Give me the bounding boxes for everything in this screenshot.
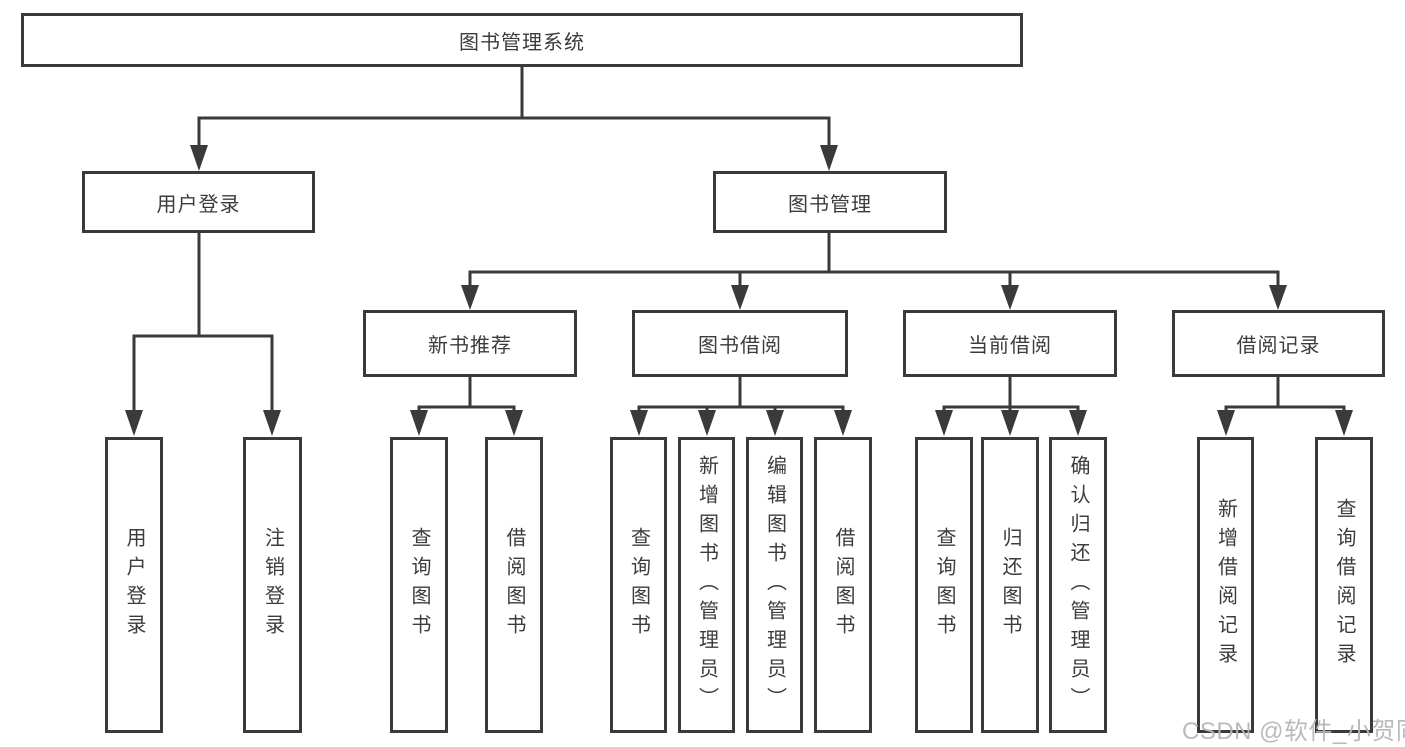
connector-new-book-children [417, 377, 516, 416]
leaf-confirm-return-admin: 确认归还（管理员） [1049, 437, 1107, 733]
node-label: 查询图书 [933, 527, 955, 643]
node-label: 图书管理系统 [459, 31, 585, 54]
arrow-down-icon [820, 145, 838, 171]
node-label: 查询图书 [408, 527, 430, 643]
leaf-query-borrow-record: 查询借阅记录 [1315, 437, 1373, 733]
node-label: 查询图书 [627, 527, 650, 643]
node-label: 借阅图书 [503, 527, 525, 643]
node-label: 图书管理 [788, 193, 872, 216]
leaf-borrow-books: 借阅图书 [814, 437, 872, 733]
arrowhead-icons [125, 145, 1353, 436]
arrow-down-icon [834, 410, 852, 436]
connector-user-login-children [132, 233, 274, 414]
leaf-query-books: 查询图书 [915, 437, 973, 733]
leaf-query-books: 查询图书 [390, 437, 448, 733]
leaf-return-books: 归还图书 [981, 437, 1039, 733]
arrow-down-icon [125, 410, 143, 436]
node-new-book-recommendation: 新书推荐 [363, 310, 577, 377]
arrow-down-icon [698, 410, 716, 436]
node-label: 图书借阅 [698, 335, 782, 357]
arrow-down-icon [731, 285, 749, 310]
node-label: 确认归还（管理员） [1067, 454, 1089, 716]
leaf-edit-books-admin: 编辑图书（管理员） [746, 437, 803, 733]
arrow-down-icon [461, 285, 479, 310]
node-book-management: 图书管理 [713, 171, 947, 233]
node-label: 查询借阅记录 [1333, 498, 1355, 672]
node-borrowing-records: 借阅记录 [1172, 310, 1385, 377]
csdn-watermark: CSDN @软件_小贺同学 [1182, 718, 1405, 745]
node-book-borrowing: 图书借阅 [632, 310, 848, 377]
arrow-down-icon [190, 145, 208, 171]
node-label: 用户登录 [123, 527, 145, 643]
arrow-down-icon [1335, 410, 1353, 436]
node-label: 新书推荐 [428, 335, 512, 357]
leaf-borrow-books: 借阅图书 [485, 437, 543, 733]
node-label: 注销登录 [261, 527, 284, 643]
node-root-library-management-system: 图书管理系统 [21, 13, 1023, 67]
arrow-down-icon [505, 410, 523, 436]
arrow-down-icon [630, 410, 648, 436]
arrow-down-icon [410, 410, 428, 436]
arrow-down-icon [1001, 410, 1019, 436]
node-label: 编辑图书（管理员） [763, 454, 786, 716]
node-label: 借阅图书 [832, 527, 854, 643]
arrow-down-icon [1069, 410, 1087, 436]
node-current-borrowing: 当前借阅 [903, 310, 1117, 377]
connector-records-children [1224, 377, 1346, 416]
node-label: 借阅记录 [1236, 335, 1321, 357]
arrow-down-icon [766, 410, 784, 436]
leaf-add-borrow-record: 新增借阅记录 [1197, 437, 1254, 733]
connector-root-to-level2 [197, 67, 831, 150]
leaf-add-books-admin: 新增图书（管理员） [678, 437, 735, 733]
connector-book-management-children [468, 233, 1280, 290]
arrow-down-icon [935, 410, 953, 436]
arrow-down-icon [1001, 285, 1019, 310]
arrow-down-icon [263, 410, 281, 436]
arrow-down-icon [1217, 410, 1235, 436]
connector-book-borrowing-children [637, 377, 845, 416]
node-label: 新增图书（管理员） [695, 454, 718, 716]
node-user-login: 用户登录 [82, 171, 315, 233]
node-label: 新增借阅记录 [1214, 498, 1237, 672]
node-label: 归还图书 [999, 527, 1021, 643]
leaf-query-books: 查询图书 [610, 437, 667, 733]
arrow-down-icon [1269, 285, 1287, 310]
leaf-user-login: 用户登录 [105, 437, 163, 733]
node-label: 当前借阅 [968, 335, 1052, 357]
leaf-logout: 注销登录 [243, 437, 302, 733]
node-label: 用户登录 [156, 193, 241, 216]
